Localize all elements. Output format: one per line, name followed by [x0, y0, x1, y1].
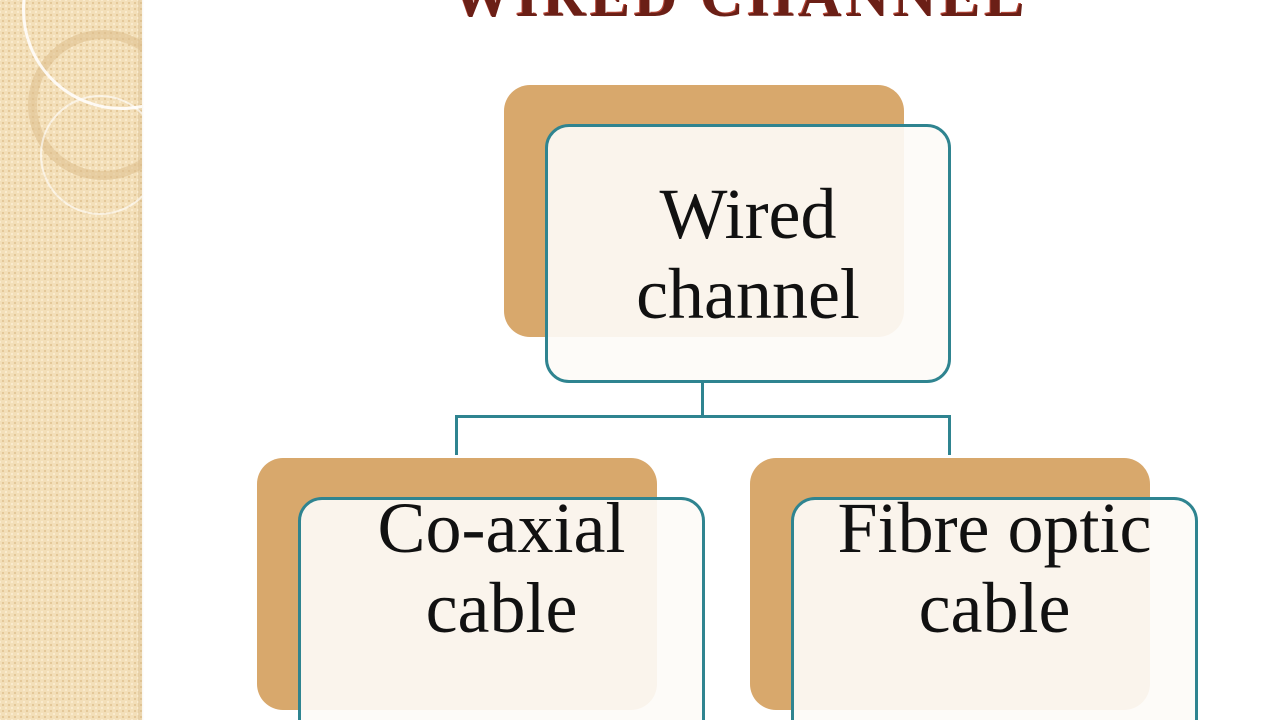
side-strip-edge [138, 0, 144, 720]
child-node-fibre-optic: Fibre optic cable [791, 488, 1198, 720]
connector-right-down [948, 415, 951, 455]
connector-root-down [701, 382, 704, 417]
root-node: Wired channel [545, 124, 951, 383]
slide-title: WIRED CHANNEL [360, 0, 1120, 26]
decorative-ring [40, 95, 142, 215]
child-node-coaxial: Co-axial cable [298, 488, 705, 720]
connector-horizontal [455, 415, 951, 418]
child-node-label: Fibre optic cable [837, 487, 1152, 648]
decorative-rings [0, 0, 142, 720]
child-node-label: Co-axial cable [377, 487, 626, 648]
connector-left-down [455, 415, 458, 455]
root-node-label: Wired channel [636, 173, 860, 334]
